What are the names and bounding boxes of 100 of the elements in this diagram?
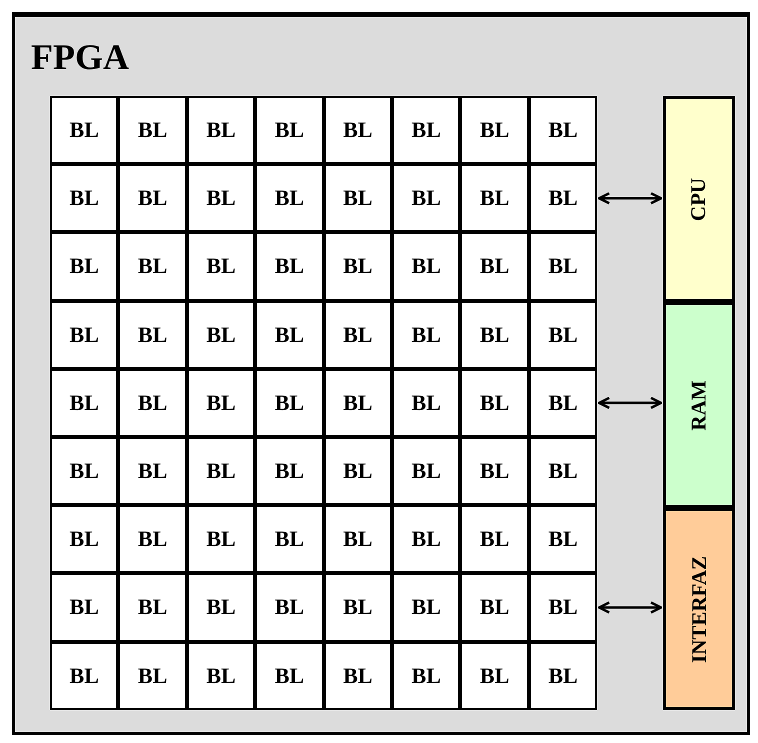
logic-block [186, 164, 256, 232]
logic-block [118, 164, 187, 232]
logic-block [118, 300, 187, 369]
block-label: BL [206, 458, 236, 484]
block-label: BL [70, 185, 99, 212]
block-label: BL [480, 117, 510, 144]
block-label: BL [548, 253, 578, 280]
module-block [663, 508, 735, 710]
block-label: BL [206, 662, 236, 689]
block-label: BL [70, 322, 99, 348]
block-label: BL [480, 185, 510, 212]
block-label: BL [343, 526, 372, 552]
block-label: BL [274, 458, 304, 484]
logic-block [50, 573, 118, 642]
logic-block [324, 642, 392, 710]
block-label: BL [206, 185, 236, 212]
logic-block [460, 505, 529, 574]
block-label: BL [274, 185, 304, 212]
logic-block [528, 437, 598, 506]
block-label: BL [412, 322, 441, 348]
logic-block [50, 368, 118, 437]
logic-block [50, 232, 118, 301]
logic-block [118, 505, 187, 574]
block-label: BL [343, 185, 372, 212]
block-label: BL [480, 526, 510, 552]
logic-block [392, 437, 460, 506]
logic-block [324, 164, 392, 232]
fpga-panel [12, 12, 750, 735]
block-label: BL [548, 185, 578, 212]
block-label: BL [138, 662, 168, 689]
block-label: BL [480, 458, 510, 484]
module-label: INTERFAZ [686, 556, 712, 662]
block-label: BL [206, 390, 236, 416]
logic-block [50, 642, 118, 710]
block-label: BL [343, 458, 372, 484]
logic-block [186, 573, 256, 642]
logic-block [528, 232, 598, 301]
block-label: BL [138, 594, 168, 620]
logic-block [324, 96, 392, 164]
block-label: BL [274, 322, 304, 348]
block-label: BL [412, 185, 441, 212]
block-label: BL [548, 662, 578, 689]
logic-block [460, 368, 529, 437]
logic-block [528, 642, 598, 710]
block-label: BL [138, 390, 168, 416]
logic-block [186, 232, 256, 301]
double-arrow [598, 192, 662, 205]
block-label: BL [480, 594, 510, 620]
logic-block [118, 642, 187, 710]
block-label: BL [480, 253, 510, 280]
logic-block [186, 437, 256, 506]
logic-block [50, 437, 118, 506]
logic-block [392, 573, 460, 642]
double-arrow [598, 601, 662, 614]
block-label: BL [412, 458, 441, 484]
logic-block [392, 164, 460, 232]
block-label: BL [412, 594, 441, 620]
block-label: BL [274, 253, 304, 280]
logic-block [255, 437, 324, 506]
block-label: BL [412, 390, 441, 416]
block-label: BL [548, 390, 578, 416]
block-label: BL [274, 117, 304, 144]
logic-block [392, 368, 460, 437]
block-label: BL [274, 594, 304, 620]
block-label: BL [343, 594, 372, 620]
logic-block [460, 164, 529, 232]
module-block [663, 302, 735, 508]
block-label: BL [412, 253, 441, 280]
logic-block [460, 437, 529, 506]
logic-block [50, 505, 118, 574]
block-label: BL [343, 662, 372, 689]
block-label: BL [274, 526, 304, 552]
block-label: BL [206, 117, 236, 144]
logic-block [255, 96, 324, 164]
block-label: BL [70, 458, 99, 484]
block-label: BL [343, 390, 372, 416]
block-label: BL [548, 117, 578, 144]
logic-block [118, 368, 187, 437]
logic-block [324, 437, 392, 506]
block-label: BL [206, 526, 236, 552]
block-label: BL [343, 322, 372, 348]
block-label: BL [548, 458, 578, 484]
block-label: BL [138, 117, 168, 144]
block-label: BL [138, 458, 168, 484]
block-label: BL [412, 662, 441, 689]
logic-block [118, 437, 187, 506]
block-label: BL [138, 185, 168, 212]
logic-block [324, 573, 392, 642]
logic-block [392, 232, 460, 301]
block-label: BL [206, 253, 236, 280]
module-block [663, 96, 735, 302]
block-label: BL [70, 390, 99, 416]
logic-block [186, 96, 256, 164]
logic-block [255, 164, 324, 232]
logic-block [324, 368, 392, 437]
logic-block [255, 368, 324, 437]
logic-block [186, 300, 256, 369]
block-label: BL [138, 526, 168, 552]
logic-block [528, 368, 598, 437]
double-arrow [598, 396, 662, 410]
